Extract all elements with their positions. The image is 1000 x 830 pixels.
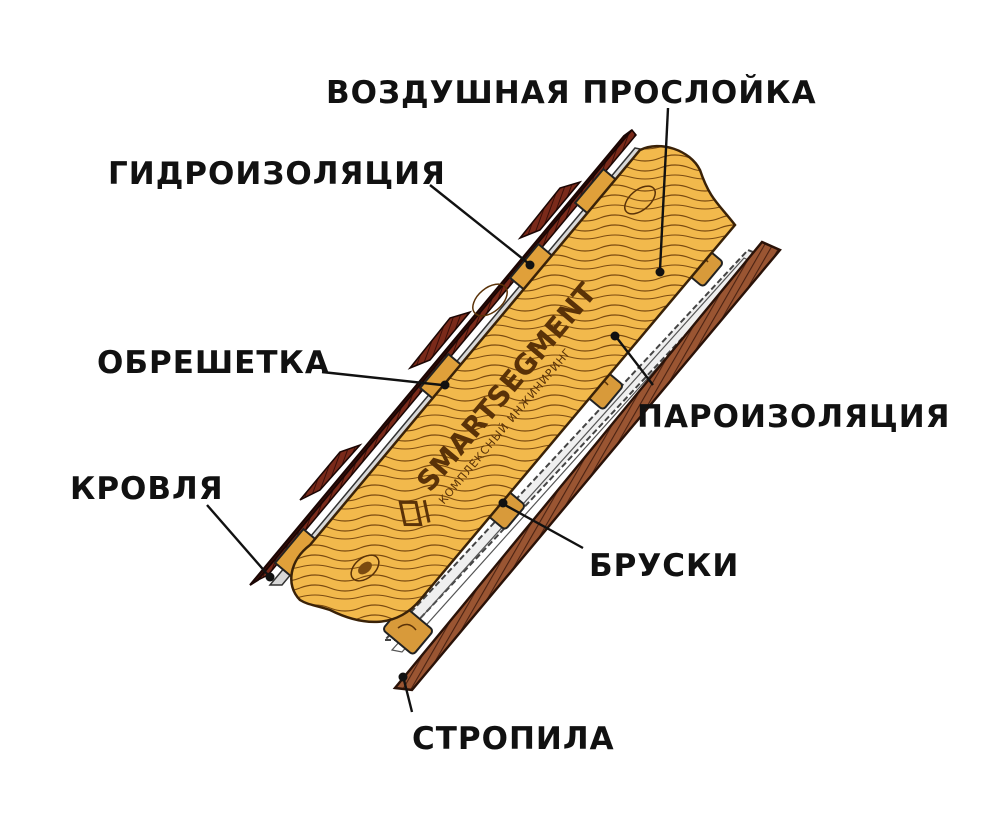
pointer-dot-air-gap: [655, 267, 665, 277]
leader-roofing: [206, 504, 269, 576]
pointer-dot-battens: [440, 380, 450, 390]
label-vapor-barrier: ПАРОИЗОЛЯЦИЯ: [637, 399, 951, 435]
brand-mark-icon: [398, 499, 431, 527]
label-air-gap: ВОЗДУШНАЯ ПРОСЛОЙКА: [326, 75, 817, 111]
labels: ВОЗДУШНАЯ ПРОСЛОЙКА ГИДРОИЗОЛЯЦИЯ ОБРЕШЕ…: [70, 75, 951, 757]
pointer-dot-roofing: [265, 572, 275, 582]
pointer-dot-rafters: [398, 672, 408, 682]
label-rafters: СТРОПИЛА: [412, 721, 615, 757]
leader-air-gap: [658, 107, 670, 271]
leader-counter-battens: [504, 503, 584, 550]
label-roofing: КРОВЛЯ: [70, 471, 224, 507]
leader-battens: [321, 370, 443, 387]
pointer-dot-waterproofing: [525, 260, 535, 270]
label-battens: ОБРЕШЕТКА: [97, 345, 330, 381]
leader-lines: [206, 107, 670, 713]
label-waterproofing: ГИДРОИЗОЛЯЦИЯ: [108, 156, 446, 192]
label-counter-battens: БРУСКИ: [589, 548, 739, 584]
leader-waterproofing: [429, 184, 529, 264]
leader-rafters: [402, 679, 414, 713]
leader-vapor-barrier: [616, 337, 654, 386]
pointer-dot-counter-battens: [498, 498, 508, 508]
pointer-dot-vapor-barrier: [610, 331, 620, 341]
